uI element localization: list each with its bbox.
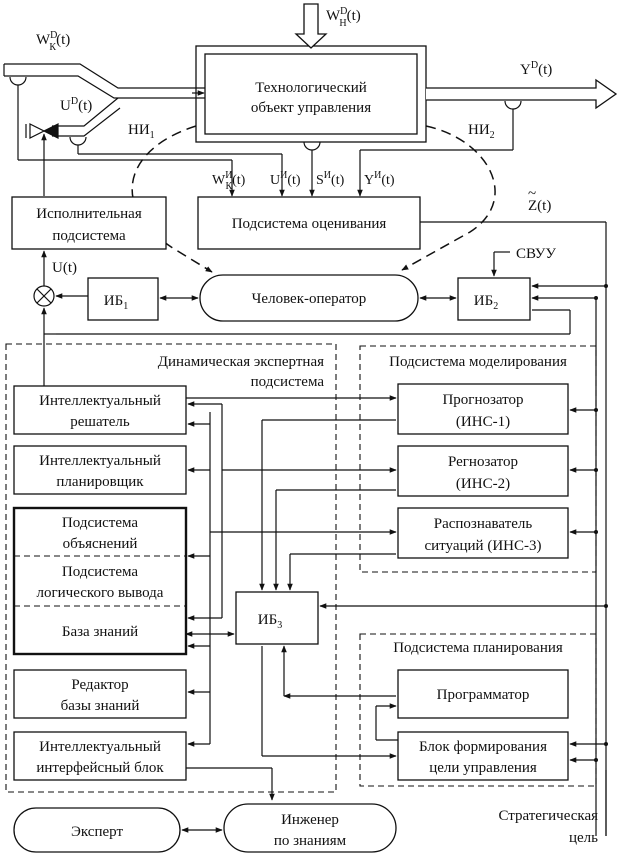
svg-text:по знаниям: по знаниям bbox=[274, 833, 347, 849]
planning-group bbox=[359, 633, 597, 787]
svg-text:Интеллектуальный: Интеллектуальный bbox=[39, 739, 161, 755]
forecaster-block: Прогнозатор (ИНС-1) bbox=[397, 383, 569, 435]
explain-label-1: Подсистема bbox=[62, 515, 138, 531]
svg-text:Редактор: Редактор bbox=[71, 677, 128, 693]
solver-block: Интеллектуальный решатель bbox=[13, 385, 187, 435]
ud-pipe bbox=[52, 97, 121, 137]
dynamic-expert-group bbox=[5, 343, 337, 793]
interface-block: Интеллектуальный интерфейсный блок bbox=[13, 731, 187, 781]
valve-icon bbox=[25, 123, 59, 139]
plant-label-1: Технологический bbox=[255, 80, 367, 96]
explain-label-2: объяснений bbox=[63, 536, 138, 552]
programmer-block: Программатор bbox=[397, 669, 569, 719]
ib2-block: ИБ2 bbox=[457, 277, 531, 321]
ib3-block: ИБ3 bbox=[235, 591, 319, 645]
svg-text:Интеллектуальный: Интеллектуальный bbox=[39, 393, 161, 409]
summing-junction-icon bbox=[33, 285, 55, 307]
svg-text:Программатор: Программатор bbox=[437, 687, 530, 703]
operator-block: Человек-оператор bbox=[199, 274, 419, 322]
eval-subsystem-block: Подсистема оценивания bbox=[197, 196, 421, 250]
z-tilde: ~ bbox=[528, 186, 536, 202]
strategic-goal-label-1: Стратегическая bbox=[498, 808, 598, 824]
svg-text:базы знаний: базы знаний bbox=[61, 698, 140, 714]
yi-label: YИ(t) bbox=[364, 170, 395, 188]
wk-pipe bbox=[4, 63, 205, 99]
knowledge-core-block: Подсистема объяснений Подсистема логичес… bbox=[12, 506, 188, 656]
ui-label: UИ(t) bbox=[270, 170, 301, 188]
svg-text:Интеллектуальный: Интеллектуальный bbox=[39, 453, 161, 469]
svg-text:Инженер: Инженер bbox=[281, 812, 339, 828]
hi2-label: НИ2 bbox=[468, 122, 495, 141]
svuu-label: СВУУ bbox=[516, 246, 556, 262]
modeling-group bbox=[359, 345, 597, 573]
exec-subsystem-block: Исполнительная подсистема bbox=[11, 196, 167, 250]
svg-text:интерфейсный блок: интерфейсный блок bbox=[36, 760, 164, 776]
svg-text:Подсистема оценивания: Подсистема оценивания bbox=[232, 216, 387, 232]
s-sensor bbox=[303, 141, 321, 151]
si-label: SИ(t) bbox=[316, 170, 345, 188]
goal-block: Блок формирования цели управления bbox=[397, 731, 569, 781]
modeling-group-label: Подсистема моделирования bbox=[389, 354, 567, 370]
svg-text:решатель: решатель bbox=[70, 414, 130, 430]
yd-output-arrow bbox=[426, 78, 618, 110]
planning-group-label: Подсистема планирования bbox=[393, 640, 563, 656]
dynamic-group-label-1: Динамическая экспертная bbox=[158, 354, 324, 370]
u-sensor bbox=[69, 136, 87, 146]
svg-text:цели управления: цели управления bbox=[429, 760, 537, 776]
svg-text:ИБ1: ИБ1 bbox=[104, 293, 128, 312]
kb-label: База знаний bbox=[62, 624, 138, 640]
recognizer-block: Распознаватель ситуаций (ИНС-3) bbox=[397, 507, 569, 559]
hi1-label: НИ1 bbox=[128, 122, 155, 141]
expert-block: Эксперт bbox=[13, 807, 181, 853]
inference-label-2: логического вывода bbox=[37, 585, 164, 601]
yd-label: YD(t) bbox=[520, 60, 552, 78]
wh-input-arrow bbox=[294, 3, 328, 49]
svg-text:Исполнительная: Исполнительная bbox=[36, 206, 142, 222]
svg-text:Человек-оператор: Человек-оператор bbox=[252, 291, 367, 307]
svg-text:(ИНС-1): (ИНС-1) bbox=[456, 414, 510, 430]
engineer-block: Инженер по знаниям bbox=[223, 803, 397, 853]
ib1-block: ИБ1 bbox=[87, 277, 159, 321]
z-label: Z(t) bbox=[528, 198, 551, 214]
svg-text:Регнозатор: Регнозатор bbox=[448, 454, 518, 470]
svg-text:Прогнозатор: Прогнозатор bbox=[442, 392, 523, 408]
svg-text:планировщик: планировщик bbox=[56, 474, 144, 490]
svg-text:подсистема: подсистема bbox=[52, 228, 126, 244]
svg-text:ИБ3: ИБ3 bbox=[258, 612, 282, 631]
svg-text:ИБ2: ИБ2 bbox=[474, 293, 498, 312]
regnozator-block: Регнозатор (ИНС-2) bbox=[397, 445, 569, 497]
kb-editor-block: Редактор базы знаний bbox=[13, 669, 187, 719]
svg-text:(ИНС-2): (ИНС-2) bbox=[456, 476, 510, 492]
svg-text:Блок формирования: Блок формирования bbox=[419, 739, 547, 755]
svg-text:Эксперт: Эксперт bbox=[71, 824, 123, 840]
planner-block: Интеллектуальный планировщик bbox=[13, 445, 187, 495]
hi2-curve bbox=[401, 125, 496, 271]
svg-text:Распознаватель: Распознаватель bbox=[434, 516, 533, 532]
svg-text:ситуаций (ИНС-3): ситуаций (ИНС-3) bbox=[425, 538, 542, 554]
wk-sensor bbox=[9, 76, 27, 86]
plant-block: Технологический объект управления bbox=[195, 45, 427, 143]
ud-label: UD(t) bbox=[60, 96, 92, 114]
dynamic-group-label-2: подсистема bbox=[251, 374, 325, 390]
strategic-goal-label-2: цель bbox=[569, 830, 598, 846]
y-sensor bbox=[504, 100, 522, 110]
plant-label-2: объект управления bbox=[251, 100, 371, 116]
u-label: U(t) bbox=[52, 260, 77, 276]
inference-label-1: Подсистема bbox=[62, 564, 138, 580]
